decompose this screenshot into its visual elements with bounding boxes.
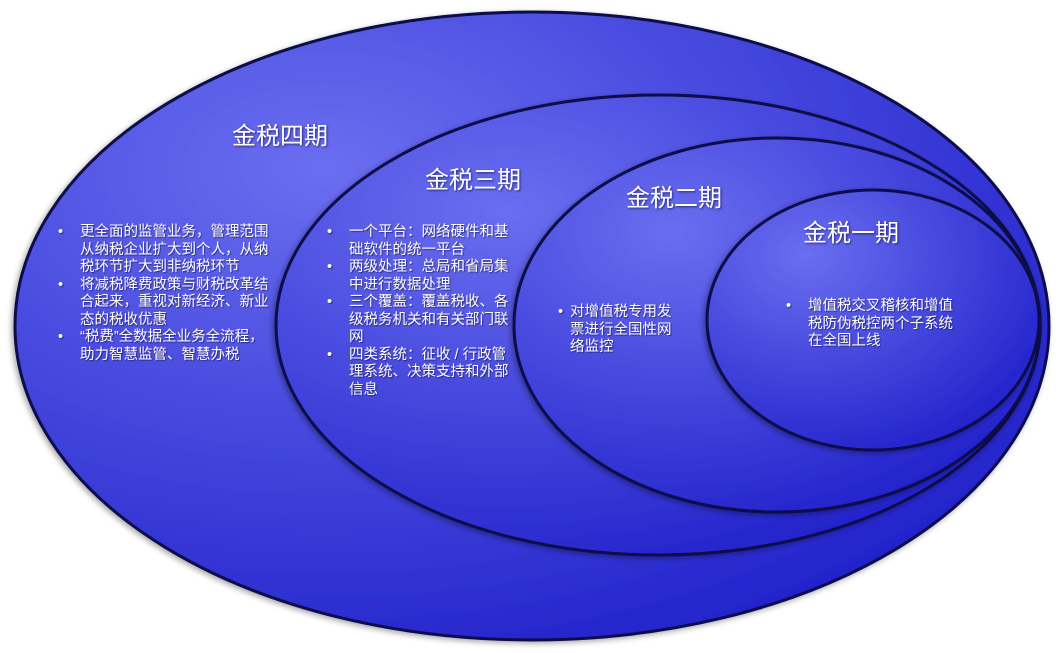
list-item: •对增值税专用发票进行全国性网络监控 [558, 304, 672, 355]
list-item: •三个覆盖：覆盖税收、各级税务机关和有关部门联网 [327, 294, 509, 345]
list-item: •两级处理：总局和省局集中进行数据处理 [327, 259, 509, 293]
list-item: •将减税降费政策与财税改革结合起来，重视对新经济、新业态的税收优惠 [58, 276, 269, 328]
phase-2-title: 金税二期 [626, 185, 722, 212]
list-item: •一个平台：网络硬件和基础软件的统一平台 [327, 224, 509, 258]
list-item: •增值税交叉稽核和增值税防伪税控两个子系统在全国上线 [786, 298, 953, 349]
phase-1-title: 金税一期 [803, 220, 899, 247]
phase-4-title: 金税四期 [232, 123, 328, 150]
phase-3-list: •一个平台：网络硬件和基础软件的统一平台 •两级处理：总局和省局集中进行数据处理… [325, 224, 511, 399]
phase-3-title: 金税三期 [425, 167, 521, 194]
phase-2-list: •对增值税专用发票进行全国性网络监控 [556, 304, 678, 357]
list-item: •四类系统：征收 / 行政管理系统、决策支持和外部信息 [327, 346, 509, 398]
list-item: •“税费”全数据全业务全流程，助力智慧监管、智慧办税 [58, 329, 264, 363]
list-item: •更全面的监管业务，管理范围从纳税企业扩大到个人，从纳税环节扩大到非纳税环节 [58, 224, 269, 275]
phase-4-list: •更全面的监管业务，管理范围从纳税企业扩大到个人，从纳税环节扩大到非纳税环节 •… [56, 224, 278, 364]
phase-1-list: •增值税交叉稽核和增值税防伪税控两个子系统在全国上线 [784, 298, 956, 351]
ellipse-phase-1 [705, 188, 1041, 452]
